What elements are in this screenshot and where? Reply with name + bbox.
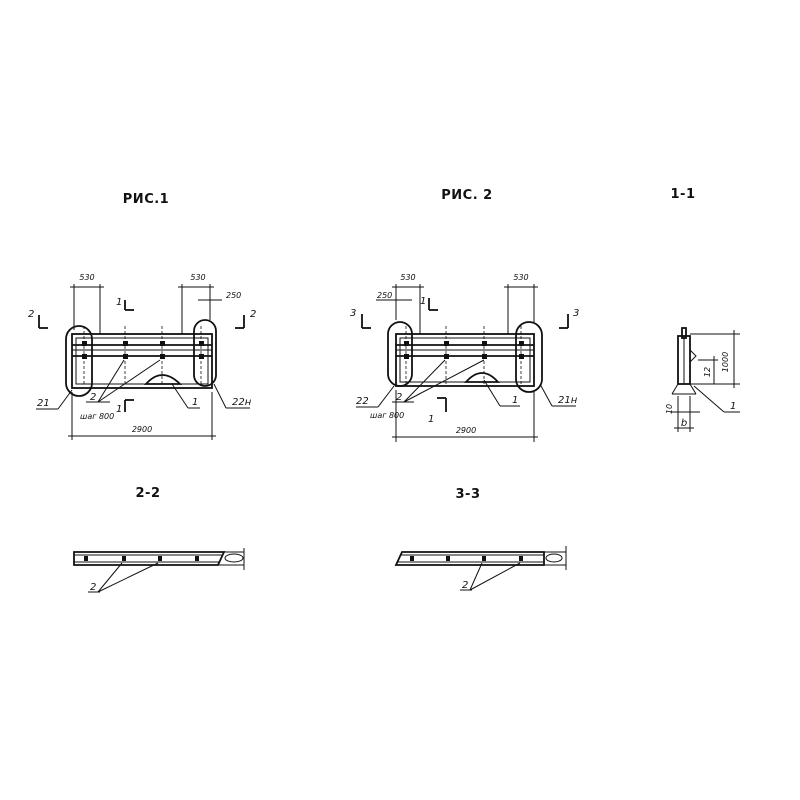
fig1-cut-mid-top: 1	[116, 297, 122, 308]
section-3-3: 2	[394, 546, 567, 591]
fig1-leader-21: 21	[37, 398, 50, 409]
fig1-leader-1: 1	[192, 397, 198, 408]
section-2-2-body	[73, 551, 226, 566]
fig1-dim-530-left: 530	[79, 273, 94, 282]
fig1-cut-left: 2	[28, 309, 34, 320]
fig1-left-loop	[65, 325, 93, 397]
fig1-right-loop	[193, 319, 217, 387]
fig2-left-loop	[387, 321, 413, 387]
fig1-dim-250: 250	[226, 291, 241, 300]
fig1-slab-outline	[71, 333, 213, 389]
fig2-cut-mid-bottom: 1	[428, 414, 434, 425]
fig2-leader-22: 22	[356, 396, 369, 407]
fig2-cut-right: 3	[573, 308, 579, 319]
fig2-leader-2: 2	[396, 392, 402, 403]
fig2-leader-step: шаг 800	[370, 411, 404, 420]
section-1-1-dim-1000: 1000	[721, 352, 730, 372]
section-3-3-leader-2: 2	[462, 580, 468, 591]
fig2-dim-250: 250	[377, 291, 392, 300]
fig2-dim-530-left: 530	[400, 273, 415, 282]
section-2-2-title: 2-2	[136, 486, 161, 501]
fig1-plan: 530 530 250 2 2 1 1 2900 21 2	[28, 273, 256, 440]
section-1-1-dim-b: b	[681, 418, 687, 429]
fig1-cut-mid-bottom: 1	[116, 404, 122, 415]
fig1-cut-right: 2	[250, 309, 256, 320]
section-2-2-leader-2: 2	[90, 582, 96, 593]
fig1-dim-530-right: 530	[190, 273, 205, 282]
fig2-plan: 530 530 250 3 3 1 1 2900 22 2 шаг 800	[350, 273, 579, 442]
fig1-leader-2: 2	[90, 392, 96, 403]
fig1-leader-step: шаг 800	[80, 412, 114, 421]
fig2-leader-1: 1	[512, 395, 518, 406]
fig2-cut-left: 3	[350, 308, 356, 319]
fig2-cut-mid-top: 1	[420, 296, 426, 307]
section-1-1-dim-12: 12	[703, 367, 712, 377]
fig2-dim-530-right: 530	[513, 273, 528, 282]
section-1-1-leader-1: 1	[730, 401, 736, 412]
section-2-2: 2	[73, 548, 245, 593]
section-3-3-title: 3-3	[456, 487, 481, 502]
fig1-leader-22n: 22н	[232, 397, 252, 408]
fig2-dim-2900: 2900	[456, 426, 476, 435]
fig1-dim-2900: 2900	[132, 425, 152, 434]
fig1-title: РИС.1	[123, 192, 169, 207]
section-1-1-dim-10: 10	[665, 404, 674, 414]
fig2-title: РИС. 2	[441, 188, 492, 203]
fig1-slab-inner	[75, 337, 209, 385]
fig2-right-loop	[515, 321, 543, 393]
fig2-slab-outline	[395, 333, 535, 387]
section-1-1-title: 1-1	[671, 187, 696, 202]
section-1-1: 1000 12 10 b 1	[665, 327, 740, 432]
fig2-leader-21n: 21н	[558, 395, 578, 406]
